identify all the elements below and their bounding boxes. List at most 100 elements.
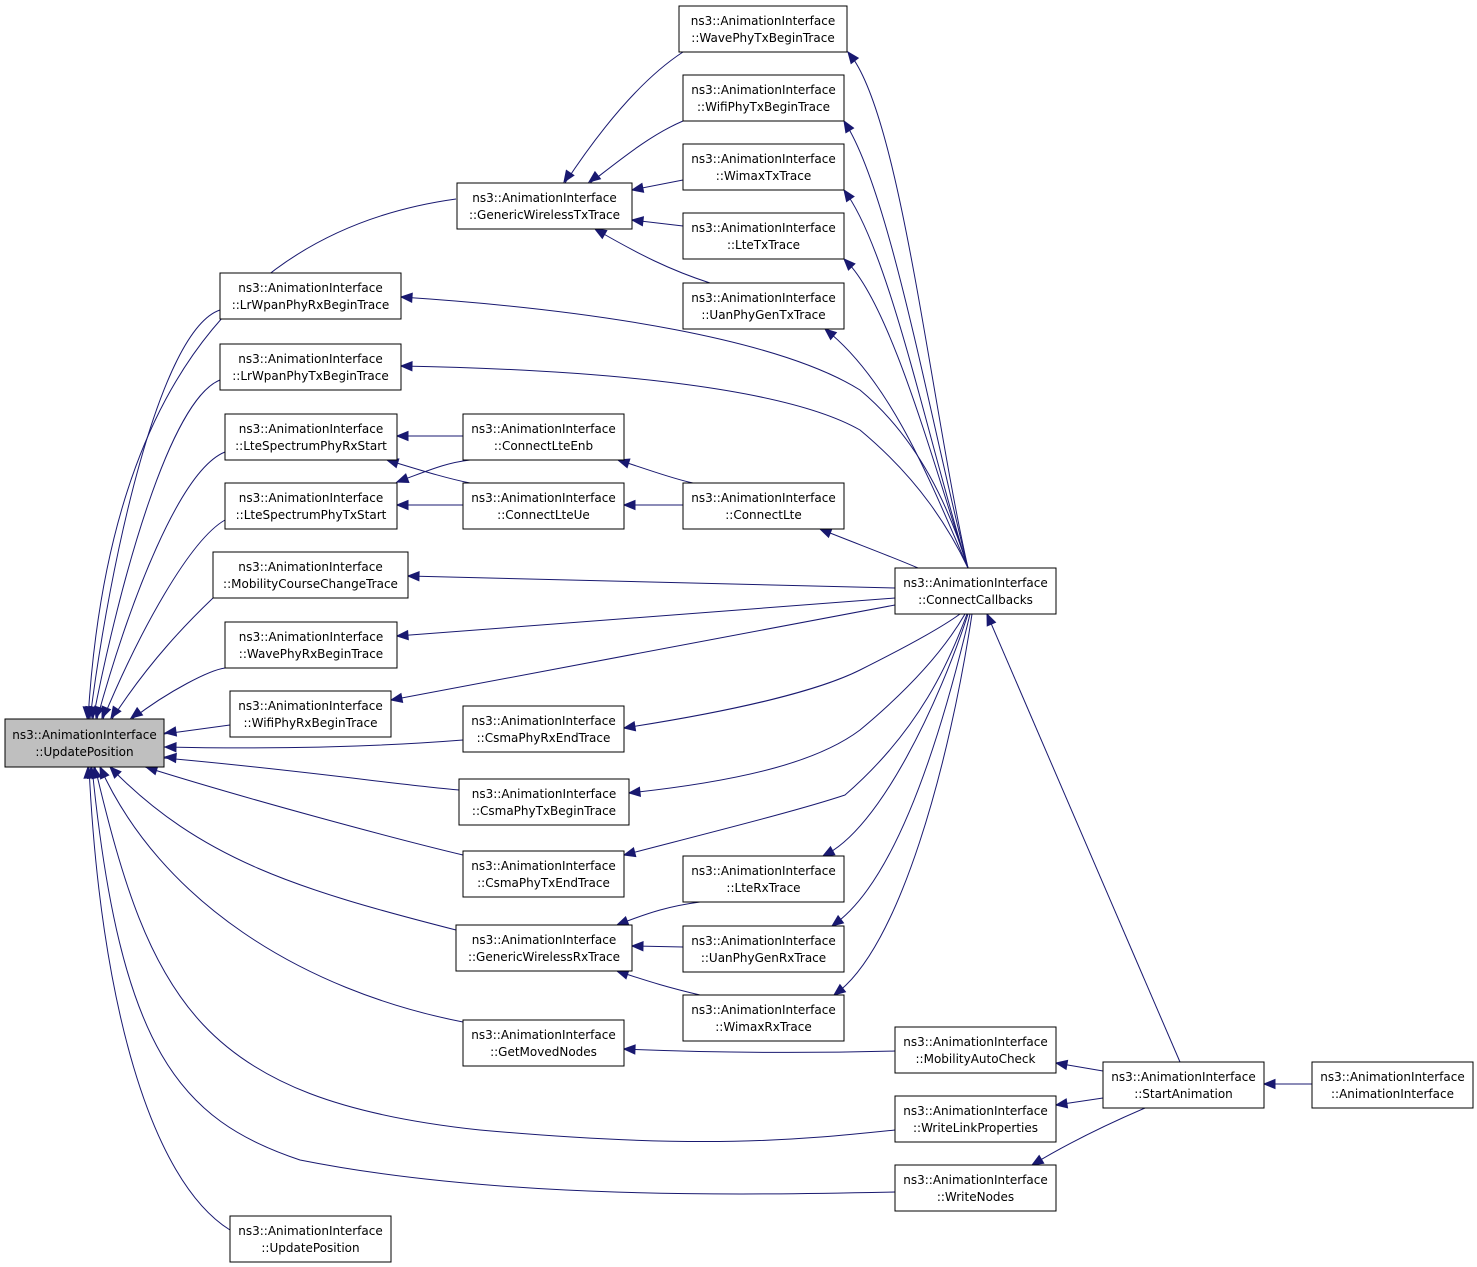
- node-method-label: ::ConnectLteUe: [497, 508, 590, 522]
- node-wifiphytxbegin[interactable]: ns3::AnimationInterface::WifiPhyTxBeginT…: [682, 74, 845, 122]
- arrow-head-icon: [593, 228, 608, 240]
- edge-connectlteenb-calls-ltespecrx: [395, 430, 463, 442]
- node-wimaxtx[interactable]: ns3::AnimationInterface::WimaxTxTrace: [682, 143, 845, 191]
- node-class-label: ns3::AnimationInterface: [691, 291, 835, 305]
- node-writenodes[interactable]: ns3::AnimationInterface::WriteNodes: [894, 1164, 1057, 1212]
- node-method-label: ::WifiPhyRxBeginTrace: [244, 716, 378, 730]
- node-method-label: ::ConnectLteEnb: [494, 439, 593, 453]
- node-box: [462, 482, 625, 530]
- edge-connectcallbacks-calls-uanrx: [830, 613, 971, 927]
- edge-connectcallbacks-calls-connectlte: [818, 528, 919, 569]
- node-class-label: ns3::AnimationInterface: [239, 630, 383, 644]
- node-csmatxend[interactable]: ns3::AnimationInterface::CsmaPhyTxEndTra…: [462, 850, 625, 898]
- arrow-head-icon: [395, 473, 410, 483]
- node-box: [682, 994, 845, 1042]
- edge-connectlte-calls-connectlteenb: [616, 458, 694, 484]
- node-method-label: ::MobilityAutoCheck: [916, 1052, 1036, 1066]
- node-class-label: ns3::AnimationInterface: [691, 864, 835, 878]
- node-wavephytxbegin[interactable]: ns3::AnimationInterface::WavePhyTxBeginT…: [678, 5, 848, 53]
- node-wimaxrx[interactable]: ns3::AnimationInterface::WimaxRxTrace: [682, 994, 845, 1042]
- arrow-head-icon: [843, 258, 856, 271]
- edge-csmatxbegin-calls-update: [163, 752, 460, 791]
- node-method-label: ::GenericWirelessTxTrace: [469, 208, 620, 222]
- node-box: [682, 925, 845, 973]
- node-csmatxbegin[interactable]: ns3::AnimationInterface::CsmaPhyTxBeginT…: [458, 778, 630, 826]
- node-box: [462, 850, 625, 898]
- node-box: [462, 705, 625, 753]
- edge-line: [843, 189, 969, 569]
- edge-startanim-calls-writenodes: [1030, 1107, 1146, 1166]
- arrow-head-icon: [1054, 1059, 1069, 1071]
- node-genericrx[interactable]: ns3::AnimationInterface::GenericWireless…: [455, 924, 633, 972]
- node-box: [678, 5, 848, 53]
- edge-line: [623, 613, 961, 729]
- node-method-label: ::GetMovedNodes: [490, 1045, 597, 1059]
- arrow-head-icon: [1030, 1154, 1045, 1166]
- node-class-label: ns3::AnimationInterface: [239, 491, 383, 505]
- edge-line: [144, 766, 464, 856]
- node-class-label: ns3::AnimationInterface: [239, 422, 383, 436]
- edge-line: [102, 519, 226, 720]
- node-method-label: ::UpdatePosition: [35, 745, 133, 759]
- node-class-label: ns3::AnimationInterface: [1320, 1070, 1464, 1084]
- arrow-head-icon: [622, 847, 637, 858]
- node-class-label: ns3::AnimationInterface: [691, 491, 835, 505]
- node-connectlte[interactable]: ns3::AnimationInterface::ConnectLte: [682, 482, 845, 530]
- arrow-head-icon: [563, 169, 575, 184]
- node-box: [894, 567, 1057, 615]
- edge-connectcallbacks-calls-csmatxend: [622, 613, 968, 858]
- arrow-head-icon: [399, 292, 413, 304]
- node-connectlteue[interactable]: ns3::AnimationInterface::ConnectLteUe: [462, 482, 625, 530]
- edge-connectcallbacks-calls-uantx: [823, 328, 969, 569]
- node-mobilityauto[interactable]: ns3::AnimationInterface::MobilityAutoChe…: [894, 1026, 1057, 1074]
- call-graph-edges: [82, 50, 1312, 1231]
- node-generictx[interactable]: ns3::AnimationInterface::GenericWireless…: [456, 182, 633, 230]
- node-writelink[interactable]: ns3::AnimationInterface::WriteLinkProper…: [894, 1095, 1057, 1143]
- node-update[interactable]: ns3::AnimationInterface::UpdatePosition: [4, 718, 165, 768]
- node-wavephyrx[interactable]: ns3::AnimationInterface::WavePhyRxBeginT…: [224, 621, 398, 669]
- node-box: [455, 924, 633, 972]
- node-csmarxend[interactable]: ns3::AnimationInterface::CsmaPhyRxEndTra…: [462, 705, 625, 753]
- node-getmoved[interactable]: ns3::AnimationInterface::GetMovedNodes: [462, 1019, 625, 1067]
- node-connectlteenb[interactable]: ns3::AnimationInterface::ConnectLteEnb: [462, 413, 625, 461]
- arrow-head-icon: [110, 705, 122, 720]
- edge-line: [163, 757, 460, 791]
- node-class-label: ns3::AnimationInterface: [691, 152, 835, 166]
- node-class-label: ns3::AnimationInterface: [238, 1224, 382, 1238]
- edge-line: [88, 766, 231, 1231]
- node-box: [682, 282, 845, 330]
- node-method-label: ::MobilityCourseChangeTrace: [223, 577, 398, 591]
- node-box: [1102, 1061, 1265, 1109]
- node-mobilitycourse[interactable]: ns3::AnimationInterface::MobilityCourseC…: [212, 551, 409, 599]
- node-method-label: ::AnimationInterface: [1331, 1087, 1454, 1101]
- node-method-label: ::LrWpanPhyTxBeginTrace: [232, 369, 389, 383]
- node-ltespecrx[interactable]: ns3::AnimationInterface::LteSpectrumPhyR…: [224, 413, 398, 461]
- node-ltespectx[interactable]: ns3::AnimationInterface::LteSpectrumPhyT…: [224, 482, 398, 530]
- node-lterx[interactable]: ns3::AnimationInterface::LteRxTrace: [682, 855, 845, 903]
- edge-line: [131, 667, 226, 720]
- node-connectcallbacks[interactable]: ns3::AnimationInterface::ConnectCallback…: [894, 567, 1057, 615]
- node-uanrx[interactable]: ns3::AnimationInterface::UanPhyGenRxTrac…: [682, 925, 845, 973]
- node-startanim[interactable]: ns3::AnimationInterface::StartAnimation: [1102, 1061, 1265, 1109]
- edge-connectcallbacks-calls-ltetx: [843, 258, 969, 569]
- edge-wavephyrx-calls-update: [129, 667, 226, 720]
- node-lrwpanrx[interactable]: ns3::AnimationInterface::LrWpanPhyRxBegi…: [219, 272, 402, 320]
- node-animiface[interactable]: ns3::AnimationInterface::AnimationInterf…: [1311, 1061, 1474, 1109]
- edge-line: [819, 528, 919, 569]
- node-class-label: ns3::AnimationInterface: [471, 422, 615, 436]
- edge-wimaxtx-calls-generictx: [630, 179, 684, 193]
- node-uantx[interactable]: ns3::AnimationInterface::UanPhyGenTxTrac…: [682, 282, 845, 330]
- arrow-head-icon: [615, 915, 630, 926]
- node-lrwpantx[interactable]: ns3::AnimationInterface::LrWpanPhyTxBegi…: [219, 343, 402, 391]
- node-box: [229, 1215, 392, 1263]
- node-class-label: ns3::AnimationInterface: [472, 933, 616, 947]
- node-box: [682, 74, 845, 122]
- arrow-head-icon: [163, 741, 177, 753]
- node-wifiphyrx[interactable]: ns3::AnimationInterface::WifiPhyRxBeginT…: [229, 690, 392, 738]
- node-update2[interactable]: ns3::AnimationInterface::UpdatePosition: [229, 1215, 392, 1263]
- edge-connectcallbacks-calls-wimaxrx: [832, 613, 973, 996]
- node-ltetx[interactable]: ns3::AnimationInterface::LteTxTrace: [682, 212, 845, 260]
- arrow-head-icon: [101, 705, 112, 720]
- edge-connectcallbacks-calls-mobilitycourse: [406, 571, 896, 589]
- node-method-label: ::GenericWirelessRxTrace: [468, 950, 620, 964]
